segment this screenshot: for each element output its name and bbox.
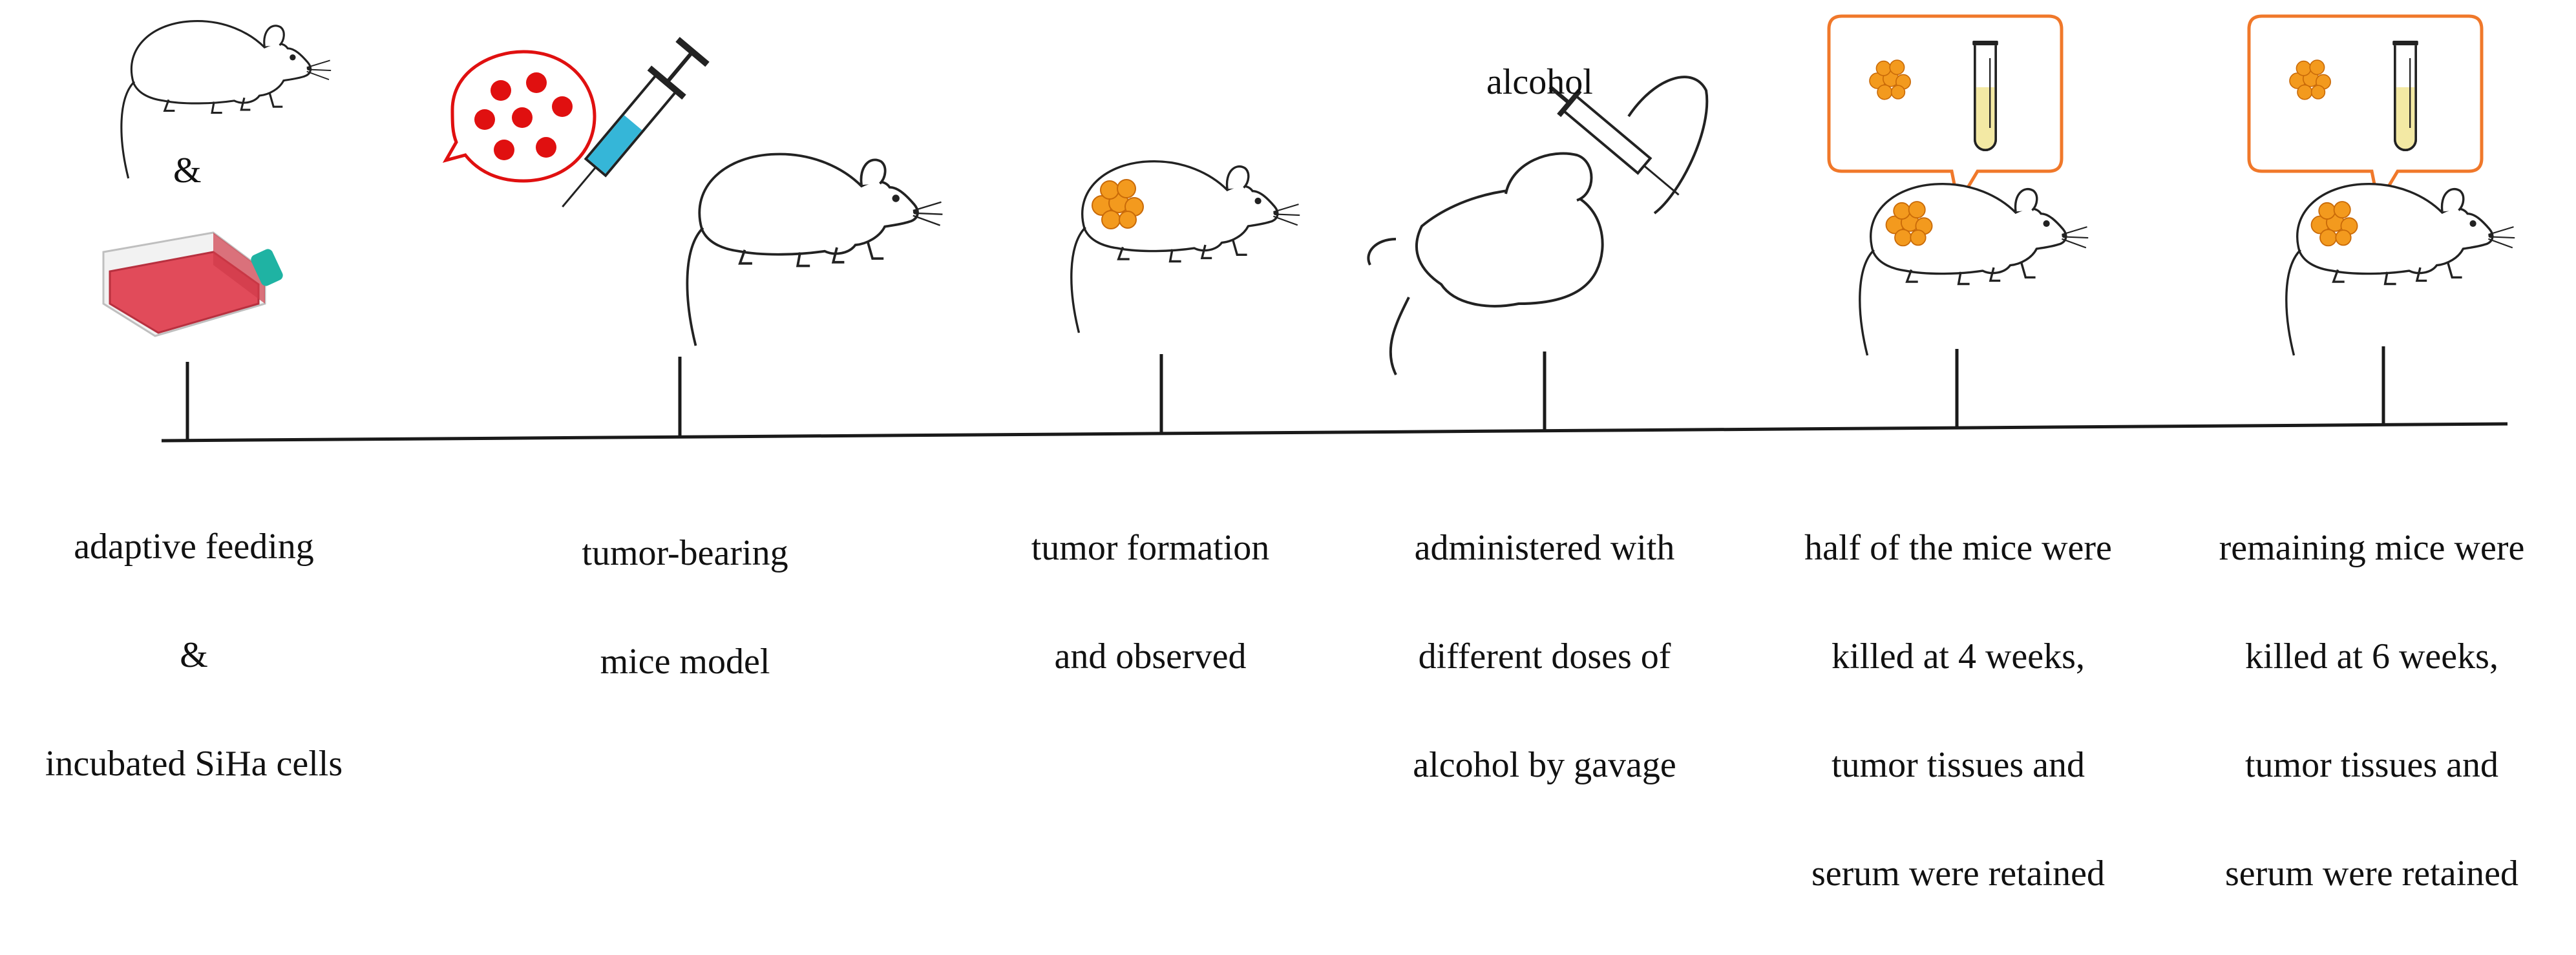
caption-line: serum were retained — [2225, 854, 2518, 894]
caption-step-1: adaptive feeding & incubated SiHa cells — [13, 465, 375, 845]
caption-line: administered with — [1414, 528, 1675, 568]
caption-line: tumor tissues and — [2245, 745, 2498, 785]
gavage-illustration — [1367, 76, 1709, 375]
serum-tube-icon-5 — [1971, 39, 2000, 151]
caption-line: killed at 4 weeks, — [1832, 636, 2085, 677]
caption-line: serum were retained — [1811, 854, 2105, 894]
timeline-axis — [161, 422, 2508, 443]
culture-flask-icon — [102, 231, 283, 337]
caption-line: different doses of — [1418, 636, 1671, 677]
caption-line: incubated SiHa cells — [45, 744, 343, 784]
cells-bubble — [442, 50, 596, 183]
caption-line: tumor formation — [1031, 528, 1270, 568]
callout-bubble-6 — [2249, 16, 2482, 204]
ampersand-label: & — [173, 151, 202, 191]
caption-line: mice model — [600, 642, 770, 682]
syringe-icon — [562, 37, 710, 208]
caption-line: alcohol by gavage — [1413, 745, 1676, 785]
caption-step-6: remaining mice were killed at 6 weeks, t… — [2178, 467, 2566, 955]
mouse-illustration-2 — [686, 152, 944, 347]
alcohol-label: alcohol — [1486, 62, 1593, 102]
caption-line: half of the mice were — [1804, 528, 2112, 568]
caption-line: & — [180, 635, 208, 675]
caption-line: killed at 6 weeks, — [2245, 636, 2498, 677]
caption-line: and observed — [1054, 636, 1247, 677]
caption-line: tumor tissues and — [1832, 745, 2085, 785]
caption-step-5: half of the mice were killed at 4 weeks,… — [1758, 467, 2159, 955]
workflow-diagram — [102, 0, 2516, 443]
callout-bubble-5 — [1829, 16, 2062, 204]
caption-step-2: tumor-bearing mice model — [536, 472, 834, 743]
caption-step-4: administered with different doses of alc… — [1370, 467, 1719, 846]
mouse-illustration-1 — [120, 19, 332, 180]
caption-line: adaptive feeding — [74, 527, 314, 567]
caption-step-3: tumor formation and observed — [982, 467, 1318, 738]
caption-line: tumor-bearing — [582, 533, 788, 573]
caption-line: remaining mice were — [2219, 528, 2525, 568]
serum-tube-icon-6 — [2391, 39, 2420, 151]
